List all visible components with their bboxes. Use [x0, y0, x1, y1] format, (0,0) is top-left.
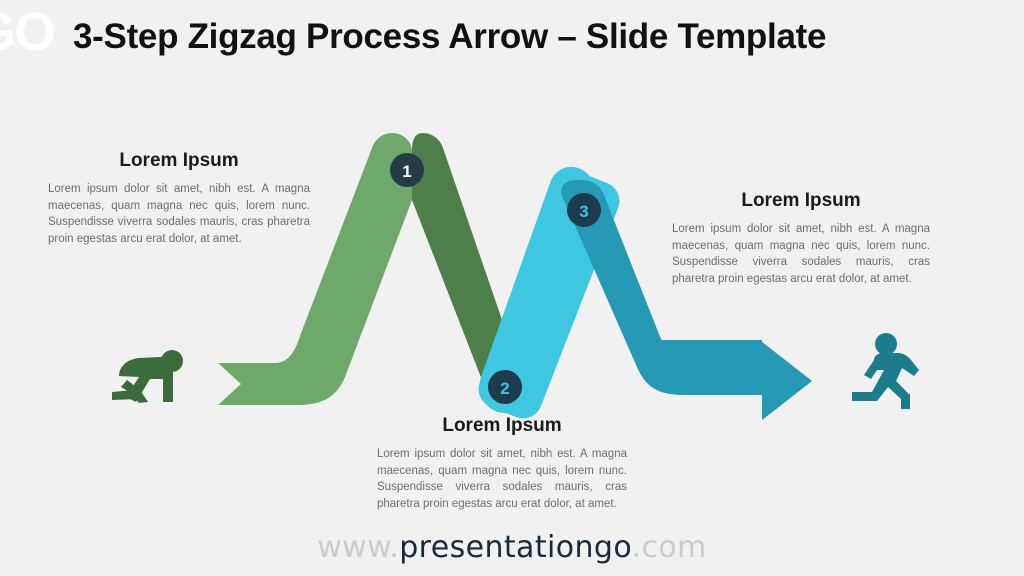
step-1-light-green-ribbon[interactable] — [218, 133, 412, 405]
presentationgo-logo-watermark: GO — [0, 2, 56, 62]
crouching-sprinter-icon — [112, 350, 183, 403]
footer-prefix: www. — [317, 530, 400, 565]
footer-site-name: presentationgo — [399, 530, 632, 565]
step-3-body: Lorem ipsum dolor sit amet, nibh est. A … — [672, 223, 930, 285]
step-2-text-block: Lorem Ipsum Lorem ipsum dolor sit amet, … — [377, 415, 627, 512]
step-1-body: Lorem ipsum dolor sit amet, nibh est. A … — [48, 183, 310, 245]
step-3-marker-number: 3 — [579, 202, 588, 221]
step-1-marker[interactable]: 1 — [390, 153, 424, 187]
footer-watermark: www.presentationgo.com — [0, 530, 1024, 565]
step-2-heading: Lorem Ipsum — [442, 415, 562, 436]
running-person-icon — [852, 333, 919, 409]
page-title: 3-Step Zigzag Process Arrow – Slide Temp… — [73, 17, 827, 56]
step-2-marker-number: 2 — [500, 379, 509, 398]
step-2-marker-circle — [488, 370, 522, 404]
step-3-marker-circle — [567, 193, 601, 227]
step-3-heading: Lorem Ipsum — [741, 190, 861, 211]
step-2-marker[interactable]: 2 — [488, 370, 522, 404]
step-1-marker-circle — [390, 153, 424, 187]
step-1-heading: Lorem Ipsum — [119, 150, 239, 171]
step-1-text-block: Lorem Ipsum Lorem ipsum dolor sit amet, … — [48, 150, 310, 247]
step-3-marker[interactable]: 3 — [567, 193, 601, 227]
step-3-arrow-head — [645, 340, 812, 420]
step-2-body: Lorem ipsum dolor sit amet, nibh est. A … — [377, 448, 627, 510]
step-1-marker-number: 1 — [402, 162, 411, 181]
footer-suffix: .com — [631, 530, 707, 565]
step-3-text-block: Lorem Ipsum Lorem ipsum dolor sit amet, … — [672, 190, 930, 287]
